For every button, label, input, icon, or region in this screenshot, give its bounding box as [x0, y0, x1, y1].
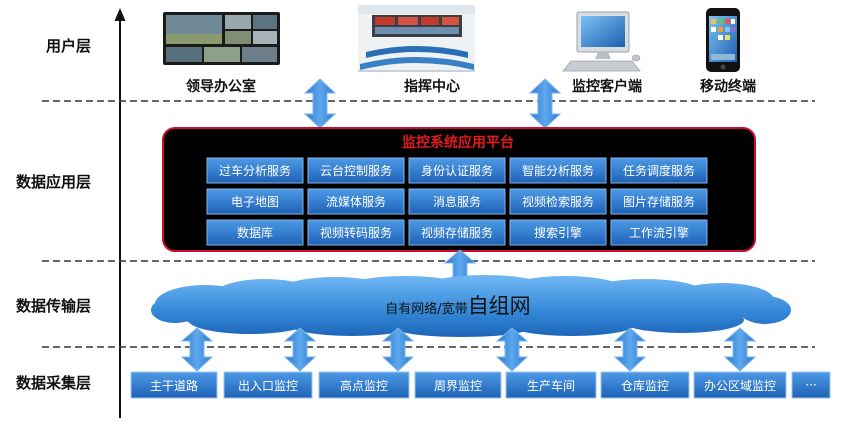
double-arrow-icon	[495, 327, 529, 372]
service-button: 视频检索服务	[509, 188, 607, 215]
command-center-icon	[358, 5, 475, 72]
layer-label-user: 用户层	[46, 37, 91, 55]
double-arrow-icon	[180, 327, 214, 372]
layer-label-collection: 数据采集层	[16, 374, 91, 392]
collection-point: 主干道路	[130, 371, 218, 399]
network-label: 自有网络/宽带自组网	[385, 294, 530, 318]
service-button: 云台控制服务	[307, 157, 405, 184]
service-button: 数据库	[206, 219, 304, 246]
svg-text:云台控制服务: 云台控制服务	[320, 163, 392, 178]
collection-point: 出入口监控	[223, 371, 313, 399]
service-button: 消息服务	[408, 188, 506, 215]
double-arrow-icon	[283, 327, 317, 372]
svg-text:消息服务: 消息服务	[433, 194, 481, 209]
service-button: 身份认证服务	[408, 157, 506, 184]
double-arrow-icon	[613, 327, 647, 372]
svg-text:数据库: 数据库	[237, 225, 273, 240]
svg-text:周界监控: 周界监控	[434, 379, 482, 393]
double-arrow-icon	[528, 78, 562, 129]
service-button: 电子地图	[206, 188, 304, 215]
service-button: 流媒体服务	[307, 188, 405, 215]
svg-text:高点监控: 高点监控	[340, 378, 388, 393]
service-button: 视频存储服务	[408, 219, 506, 246]
network-label-emphasis: 自组网	[468, 294, 531, 318]
service-button: 过车分析服务	[206, 157, 304, 184]
svg-text:任务调度服务: 任务调度服务	[623, 163, 695, 178]
svg-text:生产车间: 生产车间	[527, 378, 575, 393]
axis-arrow-icon	[114, 8, 126, 21]
terminal-label-leader-office: 领导办公室	[186, 78, 256, 95]
svg-text:图片存储服务: 图片存储服务	[623, 194, 695, 209]
double-arrow-icon	[723, 327, 757, 372]
svg-text:主干道路: 主干道路	[150, 378, 198, 393]
service-button: 搜索引擎	[509, 219, 607, 246]
service-button: 任务调度服务	[610, 157, 708, 184]
svg-text:智能分析服务: 智能分析服务	[522, 163, 594, 178]
network-label-prefix: 自有网络/宽带	[385, 301, 467, 317]
vertical-axis	[114, 8, 126, 418]
svg-text:···: ···	[805, 378, 816, 392]
terminal-label-mobile: 移动终端	[700, 78, 756, 95]
svg-text:视频转码服务: 视频转码服务	[320, 225, 392, 240]
svg-text:过车分析服务: 过车分析服务	[219, 163, 291, 178]
svg-text:工作流引擎: 工作流引擎	[629, 225, 689, 240]
service-button: 图片存储服务	[610, 188, 708, 215]
platform-title: 监控系统应用平台	[402, 134, 514, 151]
double-arrow-icon	[303, 78, 337, 129]
service-button: 工作流引擎	[610, 219, 708, 246]
collection-point: 仓库监控	[600, 371, 690, 399]
svg-text:搜索引擎: 搜索引擎	[534, 225, 582, 240]
monitoring-platform: 监控系统应用平台 过车分析服务 云台控制服务 身份认证服务 智能分析服务 任务调…	[162, 127, 756, 252]
mobile-phone-icon	[706, 8, 740, 72]
svg-text:电子地图: 电子地图	[231, 195, 279, 209]
service-button: 视频转码服务	[307, 219, 405, 246]
svg-text:办公区域监控: 办公区域监控	[704, 378, 776, 393]
video-wall-icon	[163, 12, 280, 65]
terminal-label-command-center: 指挥中心	[404, 78, 460, 95]
collection-point: 高点监控	[318, 371, 410, 399]
double-arrow-icon	[381, 327, 415, 372]
collection-point: 生产车间	[505, 371, 597, 399]
collection-point: 周界监控	[414, 371, 502, 399]
svg-text:视频检索服务: 视频检索服务	[522, 194, 594, 209]
collection-point-more: ···	[791, 371, 831, 399]
svg-text:出入口监控: 出入口监控	[238, 379, 298, 393]
service-button: 智能分析服务	[509, 157, 607, 184]
svg-text:视频存储服务: 视频存储服务	[421, 225, 493, 240]
svg-text:身份认证服务: 身份认证服务	[421, 163, 493, 178]
collection-point: 办公区域监控	[693, 371, 787, 399]
layer-label-application: 数据应用层	[16, 173, 91, 191]
layer-label-transmission: 数据传输层	[16, 297, 91, 315]
terminal-label-monitoring-client: 监控客户端	[572, 78, 642, 95]
desktop-computer-icon	[562, 11, 641, 72]
network-cloud	[151, 275, 791, 337]
svg-text:流媒体服务: 流媒体服务	[326, 194, 386, 209]
svg-text:仓库监控: 仓库监控	[621, 378, 669, 393]
